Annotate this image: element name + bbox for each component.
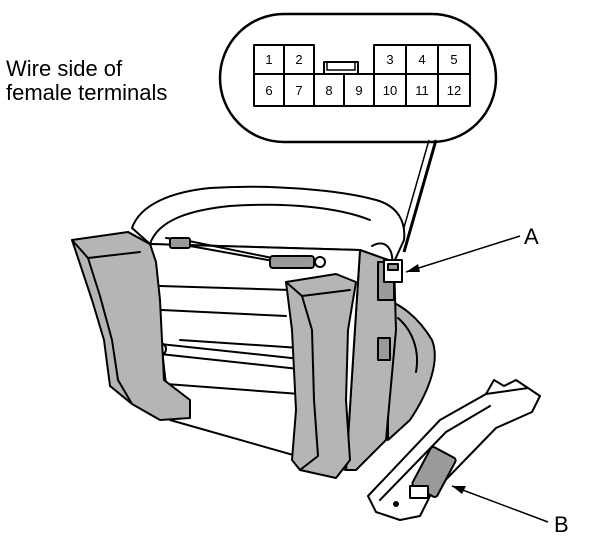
frame-slat-lower — [165, 383, 301, 395]
upper-rod-end-left — [169, 237, 191, 249]
upper-rod-end-cap — [314, 256, 326, 268]
terminal-label-1: 1 — [265, 52, 272, 67]
callout-a-arrowhead — [406, 264, 420, 272]
frame-slat-mid — [161, 309, 287, 317]
side-cover-b — [367, 379, 541, 521]
left-leg-top-ridge — [87, 251, 141, 259]
terminal-label-10: 10 — [383, 83, 397, 98]
terminal-label-8: 8 — [325, 83, 332, 98]
connector-latch-tab — [326, 61, 356, 71]
caption-line-2: female terminals — [6, 80, 167, 105]
right-leg-bracket — [285, 273, 357, 479]
callout-a-leader — [405, 235, 521, 273]
callout-b-arrowhead — [452, 486, 466, 494]
terminal-label-5: 5 — [450, 52, 457, 67]
left-leg-bracket — [71, 231, 191, 421]
connector-face-bubble: 1 2 3 4 5 6 7 8 9 10 11 12 — [218, 12, 498, 253]
terminal-cell-4 — [405, 44, 439, 75]
terminal-label-9: 9 — [355, 83, 362, 98]
seat-cushion-illustration — [71, 185, 436, 479]
cushion-top-seam — [149, 203, 371, 245]
terminal-cell-6 — [253, 73, 285, 107]
frame-slat-upper — [159, 285, 291, 291]
terminal-label-7: 7 — [295, 83, 302, 98]
lower-rod — [159, 343, 311, 371]
terminal-label-12: 12 — [447, 83, 461, 98]
harness-connector-latch — [387, 263, 399, 271]
frame-slat-center — [179, 339, 301, 349]
callout-b: B — [451, 485, 569, 537]
right-leg-inner-edge — [285, 281, 319, 471]
left-leg-inner-edge — [71, 239, 133, 405]
cushion-seam — [397, 317, 418, 373]
cover-clip-tab — [409, 485, 429, 499]
connector-left-block — [253, 44, 315, 107]
terminal-label-4: 4 — [418, 52, 425, 67]
side-clip — [377, 337, 391, 361]
right-leg-top-ridge — [301, 289, 351, 297]
callout-a: A — [405, 224, 539, 273]
callout-b-label: B — [554, 512, 569, 537]
caption-line-1: Wire side of — [6, 56, 123, 81]
cover-screw-hole — [393, 501, 399, 507]
bubble-leader-line — [402, 139, 438, 253]
cover-top-tabs — [485, 379, 529, 395]
terminal-cell-11 — [405, 73, 439, 107]
terminal-label-6: 6 — [265, 83, 272, 98]
terminal-cell-3 — [373, 44, 407, 75]
connector-right-block — [373, 44, 471, 107]
upper-rod-spring — [269, 255, 315, 269]
terminal-cell-12 — [437, 73, 471, 107]
callout-a-label: A — [524, 224, 539, 249]
terminal-label-11: 11 — [415, 83, 429, 98]
callout-b-leader — [451, 485, 549, 523]
terminal-label-3: 3 — [386, 52, 393, 67]
cover-inner-ridge — [379, 405, 491, 501]
terminal-label-2: 2 — [295, 52, 302, 67]
